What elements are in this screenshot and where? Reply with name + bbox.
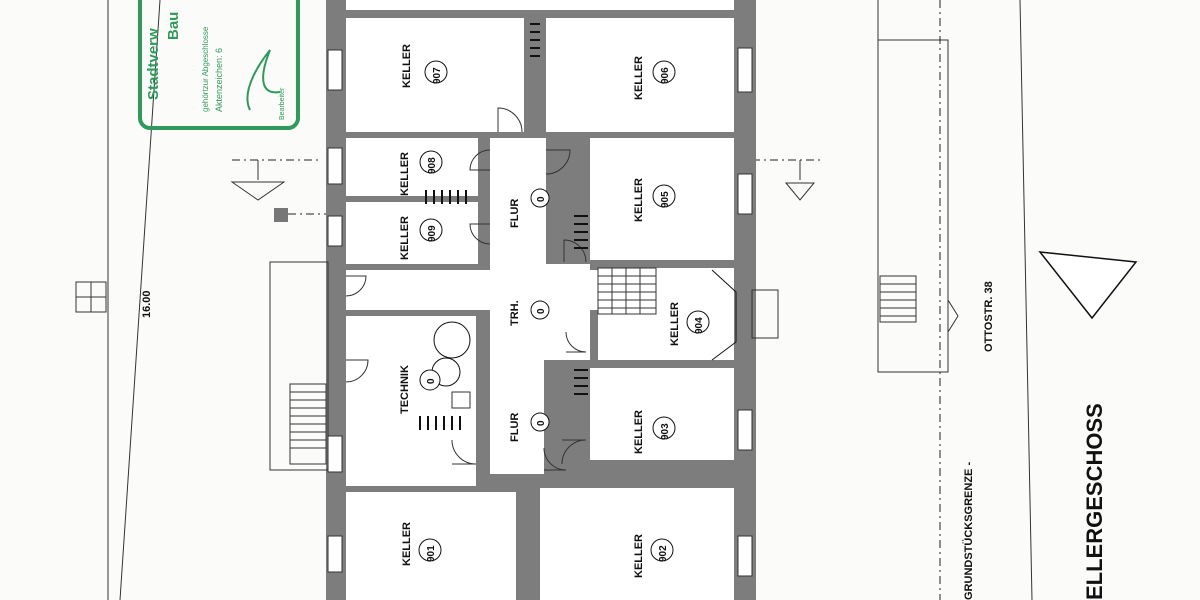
- door-903: [561, 439, 587, 465]
- room-label-technik: TECHNIK 0: [399, 365, 441, 414]
- neighbor-outline: [877, 0, 959, 373]
- room-label-903: KELLER 903: [633, 410, 676, 454]
- door-909: [469, 223, 491, 245]
- stair-technik-vent: [419, 416, 461, 430]
- stair-top: [530, 23, 540, 57]
- room-908: [346, 138, 478, 196]
- svg-text:906: 906: [660, 67, 671, 84]
- bay-window-904: [711, 269, 779, 361]
- border-line-right: [1019, 0, 1033, 600]
- svg-text:0: 0: [536, 420, 547, 426]
- room-label-906: KELLER 906: [633, 56, 676, 100]
- room-label-909: KELLER 909: [399, 216, 443, 260]
- signature-mark: [246, 49, 281, 111]
- door-trh-left: [345, 275, 367, 297]
- room-909: [346, 202, 478, 264]
- room-label-901: KELLER 901: [401, 522, 442, 566]
- door-908: [469, 149, 491, 171]
- room-label-902: KELLER 902: [633, 534, 674, 578]
- svg-text:909: 909: [427, 225, 438, 242]
- door-technik-left: [345, 359, 369, 383]
- svg-text:KELLER: KELLER: [399, 152, 411, 196]
- svg-text:0: 0: [426, 378, 437, 384]
- svg-text:KELLER: KELLER: [669, 302, 681, 346]
- border-line-left-inner: [119, 0, 161, 600]
- room-902: [540, 488, 734, 600]
- room-label-908: KELLER 908: [399, 150, 443, 196]
- room-top-strip: [346, 0, 734, 10]
- svg-text:KELLER: KELLER: [401, 522, 413, 566]
- door-904: [565, 331, 587, 353]
- stamp-text-2: Bau: [165, 12, 182, 40]
- room-label-905: KELLER 905: [633, 178, 676, 222]
- svg-text:KELLER: KELLER: [633, 56, 645, 100]
- door-flur-upper-right: [545, 149, 571, 175]
- door-technik: [451, 439, 477, 465]
- technik-tank-1: [433, 321, 471, 359]
- svg-text:FLUR: FLUR: [509, 199, 521, 228]
- door-907: [497, 107, 523, 133]
- room-label-trh: TRH. 0: [509, 300, 550, 326]
- svg-text:FLUR: FLUR: [509, 413, 521, 442]
- stair-903: [574, 369, 588, 395]
- room-906: [546, 18, 734, 132]
- exterior-stair-left: [269, 208, 329, 471]
- stamp-text-3: gehörtzur Abgeschlosse: [201, 26, 210, 112]
- door-905: [563, 239, 587, 263]
- room-label-907: KELLER 907: [401, 44, 448, 88]
- svg-text:905: 905: [660, 191, 671, 208]
- windows: [327, 47, 753, 577]
- floor-title: ELLERGESCHOSS: [1082, 403, 1107, 600]
- north-arrow-icon: [1038, 251, 1138, 320]
- svg-text:KELLER: KELLER: [399, 216, 411, 260]
- room-label-flur-lower: FLUR 0: [509, 412, 550, 442]
- svg-text:TECHNIK: TECHNIK: [399, 365, 411, 414]
- svg-text:0: 0: [536, 196, 547, 202]
- svg-text:903: 903: [660, 423, 671, 440]
- svg-text:902: 902: [658, 545, 669, 562]
- svg-text:901: 901: [426, 545, 437, 562]
- stair-905: [574, 215, 588, 249]
- dimension-label: 16.00: [141, 290, 153, 318]
- stamp-text-4: Aktenzeichen: 6: [214, 48, 224, 112]
- street-label: OTTOSTR. 38: [983, 281, 995, 352]
- svg-text:908: 908: [427, 157, 438, 174]
- svg-text:KELLER: KELLER: [633, 410, 645, 454]
- svg-text:907: 907: [432, 67, 443, 84]
- room-label-flur-upper: FLUR 0: [509, 188, 550, 228]
- room-label-904: KELLER 904: [669, 302, 710, 346]
- svg-text:TRH.: TRH.: [509, 300, 521, 326]
- section-marker-left: [230, 159, 320, 201]
- svg-text:KELLER: KELLER: [401, 44, 413, 88]
- room-903: [590, 368, 734, 460]
- svg-text:0: 0: [536, 308, 547, 314]
- svg-text:KELLER: KELLER: [633, 178, 645, 222]
- svg-text:KELLER: KELLER: [633, 534, 645, 578]
- stamp-text-1: Stadtverw: [145, 28, 162, 100]
- stair-upper-vent: [425, 190, 467, 204]
- technik-unit: [451, 391, 471, 409]
- boundary-label: GRUNDSTÜCKSGRENZE -: [962, 462, 975, 600]
- door-flur-lower: [543, 447, 567, 471]
- dimension-marker-left: [75, 281, 107, 313]
- svg-text:904: 904: [694, 317, 705, 334]
- stair-trh: [597, 267, 657, 315]
- stamp-text-5: Bearbeiter: [279, 87, 286, 120]
- approval-stamp: Stadtverw Bau gehörtzur Abgeschlosse Akt…: [138, 0, 300, 130]
